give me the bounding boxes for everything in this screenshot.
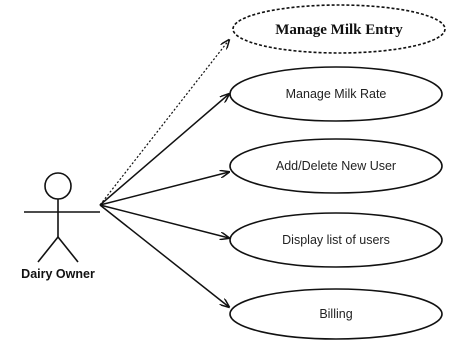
association-line-add-delete-user <box>99 172 229 206</box>
use-case-manage-milk-entry: Manage Milk Entry <box>232 4 446 54</box>
association-line-manage-milk-rate <box>99 94 229 206</box>
use-case-oval <box>229 288 443 340</box>
use-case-billing: Billing <box>229 288 443 340</box>
use-case-label: Billing <box>319 307 352 321</box>
actor-right-leg <box>57 236 79 263</box>
use-case-add-delete-new-user: Add/Delete New User <box>229 138 443 194</box>
use-case-oval <box>229 138 443 194</box>
actor-dairy-owner: Dairy Owner <box>21 172 100 281</box>
actor-label: Dairy Owner <box>21 267 95 281</box>
use-case-oval <box>229 66 443 122</box>
use-case-label: Add/Delete New User <box>276 159 396 173</box>
use-case-oval <box>229 212 443 268</box>
use-case-manage-milk-rate: Manage Milk Rate <box>229 66 443 122</box>
use-case-display-list-of-users: Display list of users <box>229 212 443 268</box>
use-case-label: Manage Milk Entry <box>275 22 403 38</box>
association-line-billing <box>99 204 229 307</box>
use-case-label: Manage Milk Rate <box>286 87 387 101</box>
use-case-oval <box>232 4 446 54</box>
association-line-manage-milk-entry <box>99 40 229 206</box>
use-case-label: Display list of users <box>282 233 390 247</box>
actor-left-leg <box>37 236 59 263</box>
actor-head <box>44 172 72 200</box>
association-line-display-users <box>99 204 229 238</box>
